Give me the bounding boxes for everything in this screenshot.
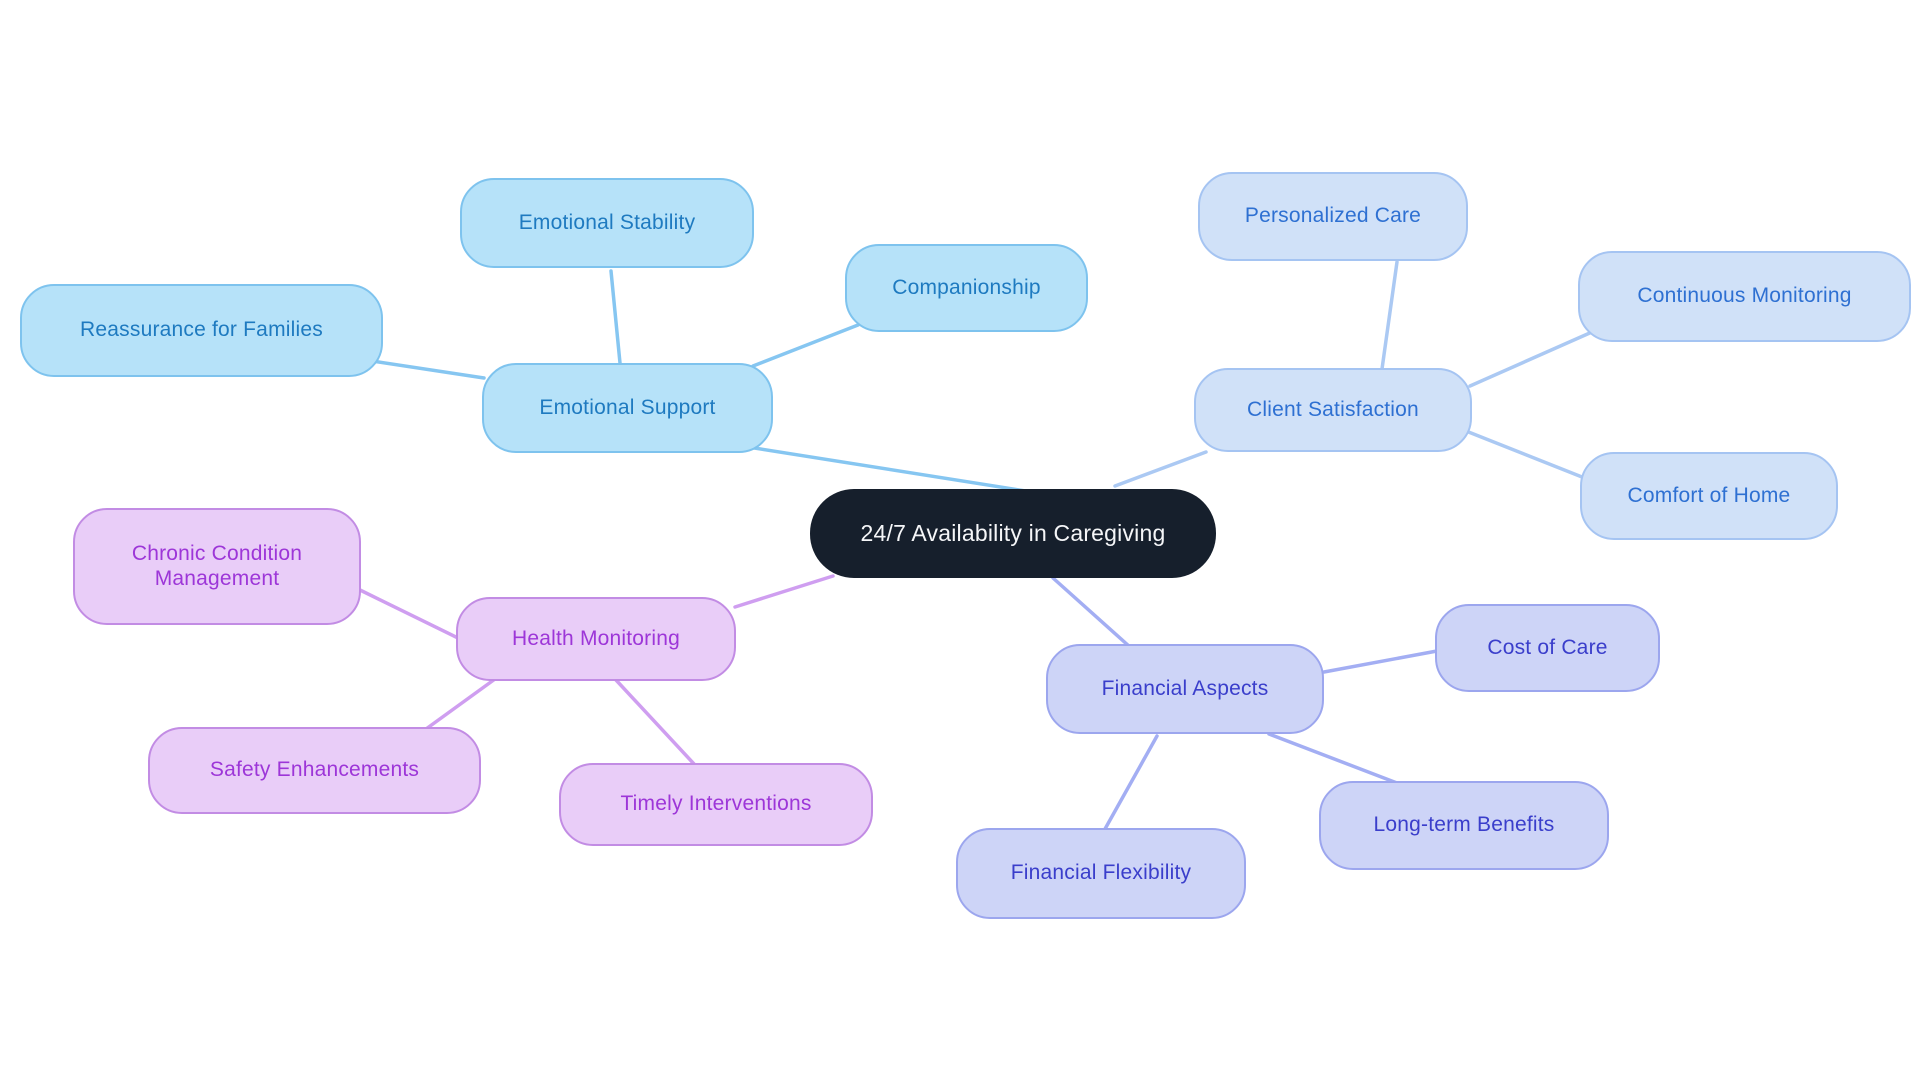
child-node-chronic-condition-management[interactable]: Chronic Condition Management bbox=[73, 508, 361, 625]
branch-node-emotional-support[interactable]: Emotional Support bbox=[482, 363, 773, 453]
edge-financial-aspects-cost bbox=[1322, 649, 1439, 674]
edge-emotional-support-companionship bbox=[751, 323, 860, 368]
edge-financial-aspects-longterm bbox=[1267, 732, 1399, 785]
edge-client-satisfaction-personalized bbox=[1380, 260, 1399, 371]
child-node-financial-flexibility[interactable]: Financial Flexibility bbox=[956, 828, 1246, 919]
child-node-timely-interventions[interactable]: Timely Interventions bbox=[559, 763, 873, 846]
child-node-reassurance-for-families[interactable]: Reassurance for Families bbox=[20, 284, 383, 377]
branch-node-financial-aspects[interactable]: Financial Aspects bbox=[1046, 644, 1324, 734]
child-node-companionship[interactable]: Companionship bbox=[845, 244, 1088, 332]
child-node-long-term-benefits[interactable]: Long-term Benefits bbox=[1319, 781, 1609, 870]
edge-health-monitoring-safety bbox=[424, 677, 497, 731]
edge-center-client-satisfaction bbox=[1113, 450, 1208, 488]
child-node-safety-enhancements[interactable]: Safety Enhancements bbox=[148, 727, 481, 814]
edge-health-monitoring-timely bbox=[614, 678, 696, 766]
edge-client-satisfaction-comfort bbox=[1464, 429, 1584, 479]
child-node-continuous-monitoring[interactable]: Continuous Monitoring bbox=[1578, 251, 1911, 342]
child-node-personalized-care[interactable]: Personalized Care bbox=[1198, 172, 1468, 261]
edge-financial-aspects-flexibility bbox=[1103, 734, 1159, 831]
branch-node-health-monitoring[interactable]: Health Monitoring bbox=[456, 597, 736, 681]
child-node-cost-of-care[interactable]: Cost of Care bbox=[1435, 604, 1660, 692]
edge-center-financial-aspects bbox=[1051, 576, 1132, 649]
center-node[interactable]: 24/7 Availability in Caregiving bbox=[810, 489, 1216, 578]
edge-emotional-support-reassurance bbox=[370, 359, 486, 380]
edge-center-health-monitoring bbox=[733, 574, 835, 609]
branch-node-client-satisfaction[interactable]: Client Satisfaction bbox=[1194, 368, 1472, 452]
child-node-comfort-of-home[interactable]: Comfort of Home bbox=[1580, 452, 1838, 540]
edge-health-monitoring-chronic bbox=[358, 588, 460, 640]
child-node-emotional-stability[interactable]: Emotional Stability bbox=[460, 178, 754, 268]
edge-client-satisfaction-continuous bbox=[1468, 330, 1594, 388]
edge-center-emotional-support bbox=[746, 445, 1034, 494]
edge-emotional-support-stability bbox=[609, 269, 622, 365]
